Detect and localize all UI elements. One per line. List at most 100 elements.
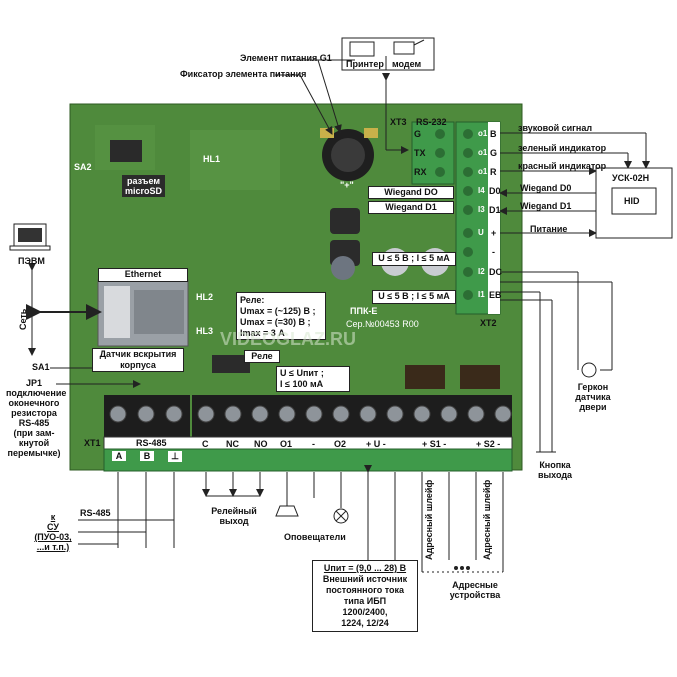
term-s2: + S2 - [476,439,501,449]
su-line4: ...и т.п.) [36,542,70,552]
out-spec-line1: U ≤ Uпит ; [280,368,324,378]
rs485-board-label: RS-485 [136,438,167,448]
tamper-line1: Датчик вскрытия [99,349,177,359]
relay-output-label: Релейный выход [206,506,262,526]
jp1-line5: RS-485 [18,418,50,428]
term-nc: NC [226,439,239,449]
relay-spec-line4: Imax = 3 А [240,328,285,338]
jp1-line1: JP1 [25,378,42,388]
hid-label: HID [624,196,640,206]
out-spec-line2: I ≤ 100 мА [280,379,324,389]
pin-d0: D0 [489,186,501,196]
pin-r: R [490,167,497,177]
gercon-label: Геркон датчика двери [570,382,616,412]
wiegand-d1-label: Wiegand D1 [368,201,454,214]
xt2-label: XT2 [480,318,497,328]
term-u: + U - [366,439,386,449]
rs485-wire-label: RS-485 [80,508,111,518]
battery-label: Элемент питания G1 [240,53,332,63]
alarms-label: Оповещатели [284,532,346,542]
printer-label: Принтер [346,59,384,69]
psu-line3: постоянного тока [325,585,405,595]
pin-plus: + [491,228,497,238]
ppk-label: ППК-Е [350,306,378,316]
modem-icon [393,41,415,55]
num-i4: I4 [478,186,485,195]
relay-spec-box: Реле: Umax = (~125) В ; Umax = (=30) В ;… [236,292,326,340]
wiegand-d1-right: Wiegand D1 [520,201,572,211]
u5-label-2: U ≤ 5 В ; I ≤ 5 мА [372,290,456,304]
su-line3: (ПУО-03, [34,532,72,542]
jp1-line6: (при зам- [13,428,55,438]
su-label: к СУ (ПУО-03, ...и т.п.) [30,512,76,552]
tamper-label: Датчик вскрытия корпуса [92,348,184,372]
jp1-line8: перемычке) [7,448,61,458]
capacitor [331,256,355,280]
num-o1-a: o1 [478,129,488,138]
hid-box [611,187,657,215]
siren-icon [275,505,299,517]
rs232-pin-tx: TX [414,148,426,158]
battery-sign: "+" [340,180,354,190]
psu-line1: Uпит = (9,0 ... 28) В [323,563,407,573]
jp1-line3: оконечного [8,398,60,408]
gercon-line2: датчика [575,392,611,402]
address-devices-line2: устройства [449,590,501,600]
address-devices-label: Адресные устройства [440,580,510,600]
rs232-pin-g: G [414,129,422,139]
gercon-line1: Геркон [577,382,609,392]
term-s1: + S1 - [422,439,447,449]
psu-line4: типа ИБП [343,596,387,606]
pin-minus: - [492,247,495,257]
address-devices-line1: Адресные [452,580,498,590]
wiegand-d0-label: Wiegand DO [368,186,454,199]
xt3-label: XT3 [390,117,407,127]
inductor [330,208,360,234]
num-i1: I1 [478,290,485,299]
term-ground: ⊥ [168,451,182,462]
rs232-label: RS-232 [416,117,447,127]
power-label: Питание [530,224,568,234]
pc-label: ПЭВМ [18,256,45,266]
psu-line6: 1224, 12/24 [341,618,389,628]
out-spec-box: U ≤ Uпит ; I ≤ 100 мА [276,366,350,392]
watermark: VIDEOGLAZ.RU [220,329,357,349]
usk-label: УСК-02Н [612,173,650,183]
serial-label: Сер.№00453 R00 [346,319,419,329]
microsd-slot [110,140,142,162]
green-indicator-label: зеленый индикатор [518,143,607,153]
relay-output-line1: Релейный [211,506,257,516]
rs232-terminal [411,121,455,185]
battery-holder-label: Фиксатор элемента питания [180,69,307,79]
relay-label: Реле [244,350,280,363]
sound-label: звуковой сигнал [518,123,593,133]
psu-line2: Внешний источник [322,574,408,584]
relay-spec-line2: Umax = (~125) В ; [240,306,316,316]
exit-button-label: Кнопка выхода [532,460,578,480]
hl3-label: HL3 [196,326,214,336]
psu-box: Uпит = (9,0 ... 28) В Внешний источник п… [312,560,418,632]
pin-dc: DC [489,267,502,277]
term-b: B [140,451,154,461]
sa1-label: SA1 [32,362,50,372]
num-i3: I3 [478,205,485,214]
su-line2: СУ [47,522,59,532]
ethernet-label: Ethernet [98,268,188,282]
u5-label-1: U ≤ 5 В ; I ≤ 5 мА [372,252,456,266]
exit-button-line1: Кнопка [539,460,571,470]
printer-icon [349,41,375,57]
pin-d1: D1 [489,205,501,215]
term-minus: - [312,439,315,449]
xt1-label: XT1 [84,438,101,448]
microsd-line2: microSD [125,186,163,196]
term-no: NO [254,439,268,449]
num-o1-c: o1 [478,167,488,176]
address-loop-1-label: Адресный шлейф [424,479,434,560]
hl2-label: HL2 [196,292,214,302]
microsd-label: разъем microSD [122,175,166,197]
bottom-terminal [192,395,512,437]
rs232-pin-rx: RX [414,167,427,177]
tamper-line2: корпуса [120,360,156,370]
gercon-line3: двери [579,402,607,412]
